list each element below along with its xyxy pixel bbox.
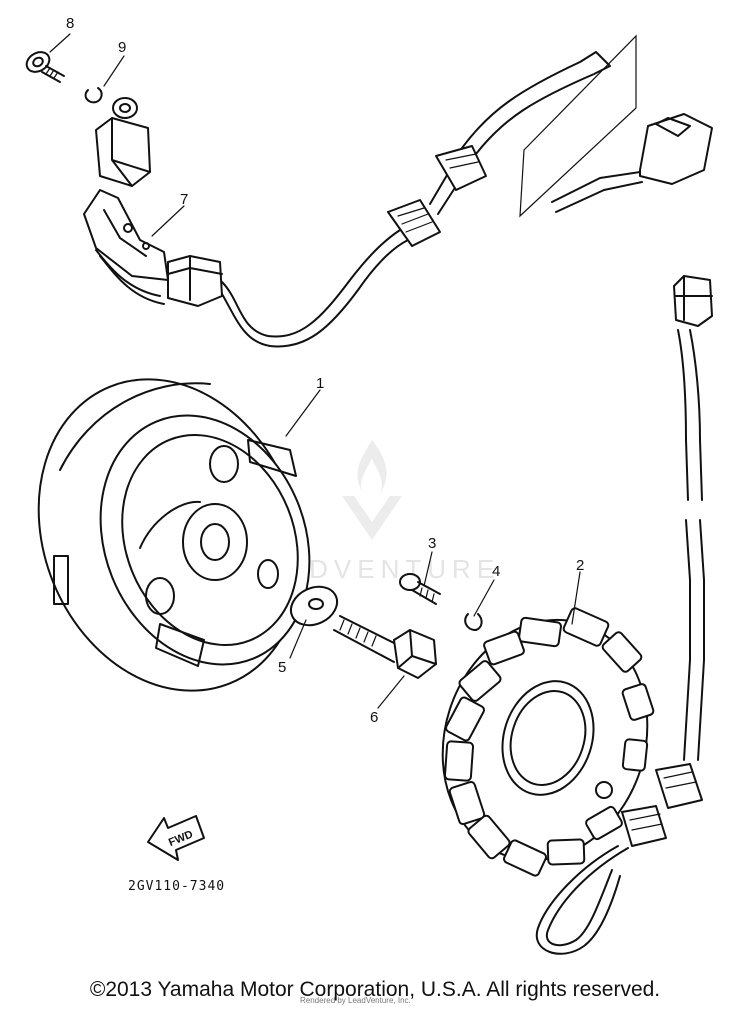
callout-2: 2 (576, 557, 584, 574)
callout-8: 8 (66, 15, 74, 32)
part-3-screw[interactable] (399, 573, 441, 605)
copyright-notice: ©2013 Yamaha Motor Corporation, U.S.A. A… (89, 978, 661, 1001)
part-9-lock-washer[interactable] (84, 87, 103, 104)
fwd-arrow-icon: FWD (147, 815, 205, 861)
part-6-bolt[interactable] (333, 615, 437, 679)
callout-4: 4 (492, 563, 500, 580)
callout-3: 3 (428, 535, 436, 552)
part-2-stator[interactable] (412, 593, 678, 887)
callout-5: 5 (278, 659, 286, 676)
callout-7: 7 (180, 191, 188, 208)
part-4-lock-washer[interactable] (464, 613, 483, 631)
part-5-washer[interactable] (285, 580, 344, 633)
part-1-rotor[interactable] (0, 339, 347, 730)
callout-6: 6 (370, 709, 378, 726)
part-8-screw[interactable] (23, 48, 65, 83)
leader-lines (49, 33, 581, 709)
diagram-part-code: 2GV110-7340 (128, 879, 225, 894)
exploded-parts-diagram: LEADVENTURE (0, 15, 713, 955)
stator-wire-harness[interactable] (535, 275, 713, 955)
rendered-by-credit: Rendered by LeadVenture, Inc. (300, 996, 411, 1005)
part-7-pickup-coil-assembly[interactable] (83, 34, 713, 348)
callout-1: 1 (316, 375, 324, 392)
callout-labels: 8 9 7 1 2 3 4 5 6 (66, 15, 584, 726)
callout-9: 9 (118, 39, 126, 56)
